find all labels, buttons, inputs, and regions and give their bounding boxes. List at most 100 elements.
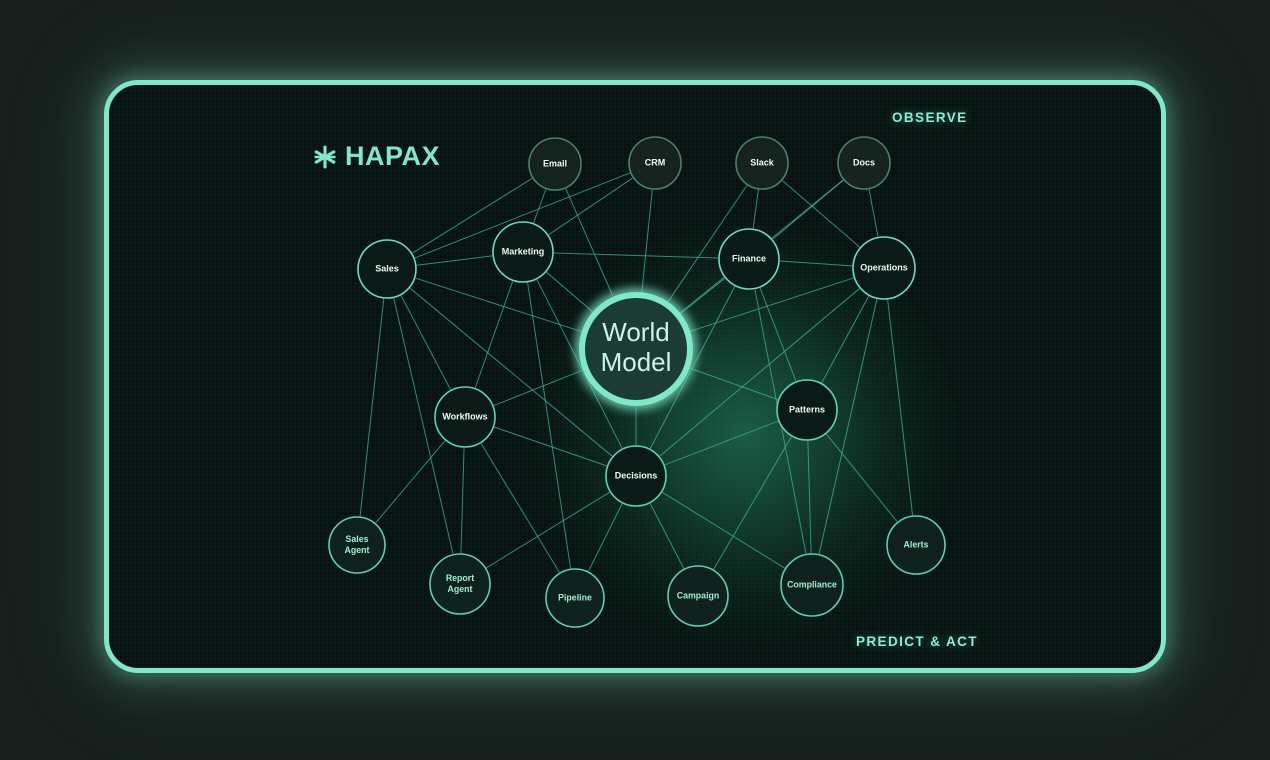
- node-circle: [605, 445, 667, 507]
- graph-node-finance[interactable]: Finance: [718, 228, 780, 290]
- graph-edge: [887, 299, 914, 516]
- graph-edge: [393, 298, 454, 554]
- graph-edge: [480, 443, 560, 573]
- graph-edge: [807, 440, 812, 554]
- graph-edge: [782, 180, 861, 248]
- node-label: Pipeline: [558, 592, 592, 602]
- graph-edge: [664, 420, 779, 466]
- node-circle: [434, 386, 496, 448]
- graph-edge: [666, 185, 748, 304]
- node-label: Slack: [750, 157, 775, 167]
- graph-edge: [565, 188, 615, 299]
- node-label: CRM: [645, 157, 666, 167]
- graph-edge: [779, 260, 853, 267]
- graph-node-decisions[interactable]: Decisions: [605, 445, 667, 507]
- graph-edge: [415, 277, 584, 333]
- graph-node-alerts[interactable]: Alerts: [886, 515, 946, 575]
- graph-edge: [678, 277, 726, 316]
- graph-edge: [546, 271, 595, 314]
- node-circle: [780, 553, 844, 617]
- graph-edge: [759, 287, 797, 382]
- graph-edge: [412, 177, 533, 254]
- graph-edge: [687, 367, 778, 401]
- graph-edge: [375, 440, 446, 524]
- node-circle: [429, 553, 491, 615]
- graph-edge: [826, 433, 898, 522]
- node-circle: [545, 568, 605, 628]
- node-circle: [837, 136, 891, 190]
- node-circle: [492, 221, 554, 283]
- node-label: Decisions: [615, 470, 658, 480]
- graph-edge: [474, 281, 514, 388]
- node-circle: [628, 136, 682, 190]
- graph-node-marketing[interactable]: Marketing: [492, 221, 554, 283]
- graph-edge: [486, 491, 610, 569]
- graph-node-docs[interactable]: Docs: [837, 136, 891, 190]
- graph-node-email[interactable]: Email: [528, 137, 582, 191]
- graph-edge: [494, 426, 607, 467]
- graph-edge: [688, 277, 854, 333]
- graph-node-workflows[interactable]: Workflows: [434, 386, 496, 448]
- graph-edge: [868, 189, 879, 237]
- graph-edge: [659, 288, 860, 457]
- graph-edge: [548, 177, 633, 236]
- node-circle: [357, 239, 417, 299]
- node-circle: [718, 228, 780, 290]
- node-circle: [528, 137, 582, 191]
- graph-node-compliance[interactable]: Compliance: [780, 553, 844, 617]
- node-label: Patterns: [789, 404, 825, 414]
- graph-edge: [818, 299, 878, 554]
- graph-edge: [752, 189, 759, 229]
- graph-edge: [533, 189, 547, 224]
- graph-edge: [649, 503, 685, 569]
- graph-edge: [460, 447, 465, 554]
- graph-edge: [587, 503, 623, 572]
- node-label: Finance: [732, 253, 766, 263]
- node-circle: [735, 136, 789, 190]
- node-circle: [886, 515, 946, 575]
- graph-node-sales[interactable]: Sales: [357, 239, 417, 299]
- graph-edge: [713, 436, 792, 570]
- brand-name: HAPAX: [345, 141, 441, 171]
- node-label: Marketing: [502, 246, 545, 256]
- node-label: Campaign: [677, 590, 720, 600]
- stage-label-predict: PREDICT & ACT: [856, 634, 978, 649]
- node-label: Operations: [860, 262, 908, 272]
- node-label: Docs: [853, 157, 875, 167]
- graph-node-patterns[interactable]: Patterns: [776, 379, 838, 441]
- node-circle: [776, 379, 838, 441]
- node-label: Sales: [375, 263, 399, 273]
- node-label: Alerts: [904, 539, 929, 549]
- graph-edge-layer: [359, 172, 914, 573]
- node-circle: [328, 516, 386, 574]
- graph-edge: [553, 252, 719, 259]
- hub-circle: [579, 292, 693, 406]
- graph-edge: [400, 295, 451, 390]
- graph-edge: [641, 189, 653, 295]
- graph-node-crm[interactable]: CRM: [628, 136, 682, 190]
- graph-edge: [649, 286, 736, 449]
- graph-edge: [359, 298, 385, 517]
- graph-edge: [414, 172, 631, 259]
- node-label: Compliance: [787, 579, 837, 589]
- graph-node-pipeline[interactable]: Pipeline: [545, 568, 605, 628]
- node-label: Workflows: [442, 411, 487, 421]
- graph-edge: [662, 491, 786, 569]
- graph-node-campaign[interactable]: Campaign: [667, 565, 729, 627]
- node-circle: [667, 565, 729, 627]
- graph-edge: [416, 255, 493, 266]
- graph-node-slack[interactable]: Slack: [735, 136, 789, 190]
- asterisk-starburst-icon: [314, 144, 336, 169]
- node-label: Email: [543, 158, 567, 168]
- graph-edge: [536, 279, 623, 449]
- graph-edge: [493, 368, 586, 407]
- graph-node-operations[interactable]: Operations: [852, 236, 916, 300]
- brand-logo[interactable]: HAPAX: [312, 143, 440, 170]
